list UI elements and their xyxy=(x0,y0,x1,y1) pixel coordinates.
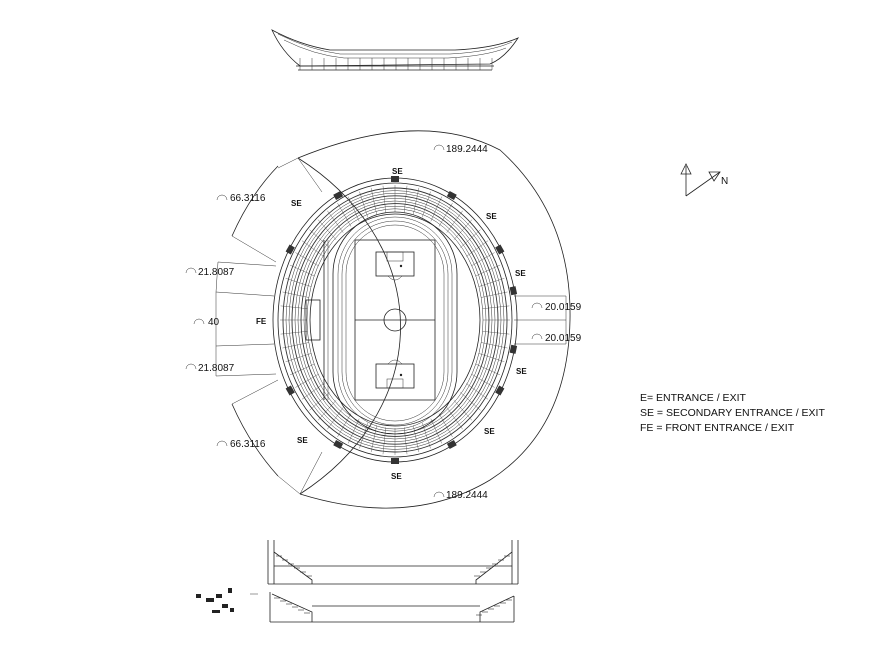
tag-se-lower-right: SE xyxy=(484,427,495,436)
top-elevation xyxy=(271,29,520,71)
dim-top-arc: 189.2444 xyxy=(446,144,488,155)
dim-bottom-arc: 189.2444 xyxy=(446,490,488,501)
tag-fe: FE xyxy=(256,317,267,326)
tag-se-top: SE xyxy=(392,167,403,176)
tag-se-lower-left: SE xyxy=(297,436,308,445)
legend: E= ENTRANCE / EXIT SE = SECONDARY ENTRAN… xyxy=(640,392,825,434)
dimension-labels: 189.2444 66.3116 21.8087 40 21.8087 66.3… xyxy=(185,144,582,501)
tag-se-bottom: SE xyxy=(391,472,402,481)
dimension-lines xyxy=(215,130,571,509)
tag-se-upper-left: SE xyxy=(291,199,302,208)
north-label: N xyxy=(721,176,728,187)
dim-lower-left-arc: 66.3116 xyxy=(230,439,266,450)
legend-item-fe: FE = FRONT ENTRANCE / EXIT xyxy=(640,422,795,434)
entrance-tags: SE SE SE SE FE SE SE SE SE xyxy=(256,167,527,481)
section-views xyxy=(196,540,519,623)
north-arrow: N xyxy=(680,163,728,197)
tag-se-upper-right: SE xyxy=(486,212,497,221)
dim-right-lower: 20.0159 xyxy=(545,333,582,344)
tag-se-right-lower: SE xyxy=(516,367,527,376)
dim-left-lower-small: 21.8087 xyxy=(198,363,235,374)
dim-upper-left-arc: 66.3116 xyxy=(230,193,266,204)
legend-item-se: SE = SECONDARY ENTRANCE / EXIT xyxy=(640,407,825,419)
tag-se-right-upper: SE xyxy=(515,269,526,278)
dim-right-upper: 20.0159 xyxy=(545,302,582,313)
legend-item-e: E= ENTRANCE / EXIT xyxy=(640,392,746,404)
dim-left-center: 40 xyxy=(208,317,220,328)
stadium-plan xyxy=(272,176,518,464)
dim-left-upper-small: 21.8087 xyxy=(198,267,235,278)
